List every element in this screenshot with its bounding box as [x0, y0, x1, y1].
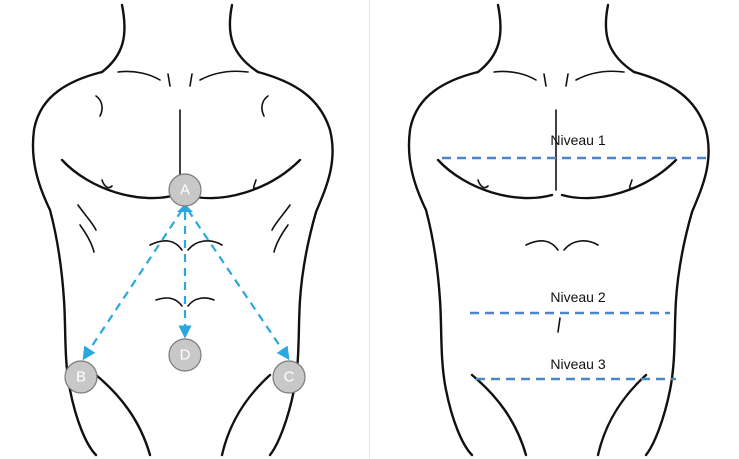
left-clavicle	[118, 71, 160, 80]
abs-line-left-2	[156, 298, 182, 306]
right-arm-outline	[258, 72, 333, 455]
neck-right-outline-r	[606, 5, 634, 72]
abs-line-right-1-r	[564, 241, 598, 250]
right-deltoid-line	[262, 96, 268, 116]
level-1-label: Niveau 1	[550, 132, 605, 148]
left-pectoral-outline	[62, 160, 176, 198]
sternal-notch-right-r	[566, 74, 568, 86]
point-a-label: A	[180, 182, 190, 199]
left-deltoid-line	[96, 96, 102, 116]
right-clavicle	[200, 71, 248, 80]
right-torso-figure: Niveau 1 Niveau 2 Niveau 3	[370, 0, 739, 459]
abs-line-right-2	[188, 298, 214, 306]
level-2-label: Niveau 2	[550, 289, 605, 305]
left-clavicle-r	[494, 71, 536, 80]
left-torso-panel: A B C D	[0, 0, 369, 459]
left-arm-outline-r	[409, 72, 478, 455]
abs-line-left-1-r	[526, 241, 558, 250]
point-d-label: D	[180, 347, 191, 364]
right-nipple-r	[630, 180, 632, 189]
neck-right-outline	[230, 5, 258, 72]
left-nipple	[102, 180, 112, 188]
right-inguinal-line-r	[598, 375, 646, 455]
abs-line-right-1	[188, 241, 222, 250]
left-nipple-r	[478, 180, 488, 188]
sternal-notch-left	[168, 74, 170, 86]
left-inguinal-line	[96, 375, 150, 455]
right-pectoral-outline	[186, 160, 300, 198]
left-serratus-2	[80, 225, 94, 252]
navel-r	[558, 318, 560, 332]
sternal-notch-right	[190, 74, 192, 86]
left-torso-figure: A B C D	[0, 0, 369, 459]
arrow-a-to-b	[84, 210, 182, 358]
left-arm-outline	[33, 72, 102, 455]
point-c: C	[273, 361, 305, 393]
right-torso-panel: Niveau 1 Niveau 2 Niveau 3	[370, 0, 739, 459]
left-inguinal-line-r	[472, 375, 526, 455]
sternal-notch-left-r	[544, 74, 546, 86]
point-b: B	[65, 361, 97, 393]
point-c-label: C	[284, 369, 295, 386]
point-d: D	[169, 339, 201, 371]
right-pectoral-outline-r	[562, 160, 676, 198]
right-nipple	[254, 180, 256, 189]
right-clavicle-r	[576, 71, 624, 80]
right-arm-outline-r	[634, 72, 709, 455]
right-serratus-2	[274, 225, 288, 252]
point-a: A	[169, 174, 201, 206]
left-pectoral-outline-r	[438, 160, 552, 198]
arrow-a-to-c	[188, 210, 288, 358]
neck-left-outline-r	[478, 5, 501, 72]
point-b-label: B	[76, 369, 86, 386]
level-3-label: Niveau 3	[550, 356, 605, 372]
right-inguinal-line	[222, 375, 270, 455]
abs-line-left-1	[150, 241, 182, 250]
neck-left-outline	[102, 5, 125, 72]
